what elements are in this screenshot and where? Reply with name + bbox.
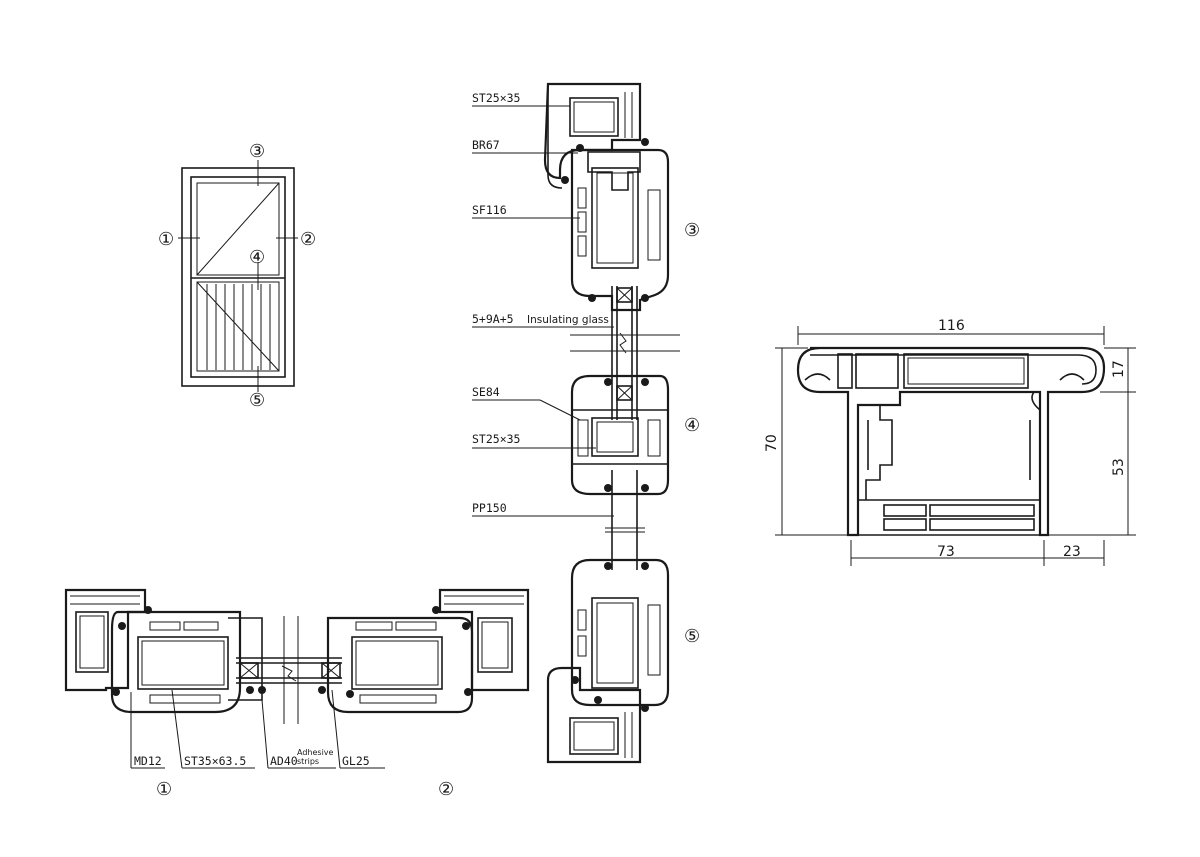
- elevation-marker-1: ①: [158, 229, 174, 250]
- frame-profile-outline: [796, 346, 1106, 537]
- dimension-lines: [775, 326, 1136, 566]
- vertical-bottom-frame: [546, 666, 642, 764]
- label-sf116: SF116: [472, 203, 507, 217]
- vertical-marker-4: ④: [684, 415, 700, 436]
- elevation-sash-lower: [196, 281, 280, 372]
- label-ad40: AD40: [270, 754, 298, 768]
- horizontal-right-frame: [438, 588, 530, 692]
- horizontal-marker-1: ①: [156, 779, 172, 800]
- dim-height-total: 70: [764, 434, 780, 452]
- vertical-bottom-sash: [570, 558, 670, 707]
- vertical-gaskets: [561, 138, 649, 712]
- dim-height-top: 17: [1111, 360, 1127, 378]
- label-glass-desc: Insulating glass: [527, 314, 609, 326]
- vertical-marker-3: ③: [684, 220, 700, 241]
- elevation-outer-frame: [181, 167, 295, 387]
- label-gl25: GL25: [342, 754, 370, 768]
- horizontal-leaders: [130, 689, 385, 769]
- label-adhesive: Adhesive: [297, 748, 334, 757]
- horizontal-glass-unit: [236, 616, 342, 724]
- label-pp150: PP150: [472, 501, 507, 515]
- horizontal-left-frame: [64, 588, 147, 692]
- vertical-top-sash: [570, 148, 670, 312]
- vertical-section: ST25×35 BR67 SF116 5+9A+5 Insulating gla…: [472, 82, 700, 764]
- horizontal-right-sash: [326, 616, 474, 714]
- elevation-marker-4: ④: [249, 247, 265, 268]
- label-strips: strips: [297, 757, 319, 766]
- elevation-opening-diagonal-upper: [196, 182, 280, 276]
- elevation-sash-upper: [196, 182, 280, 276]
- elevation-marker-2: ②: [300, 229, 316, 250]
- elevation-marker-5: ⑤: [249, 390, 265, 411]
- horizontal-gaskets: [112, 606, 472, 698]
- elevation-louver-lines: [206, 284, 271, 370]
- vertical-leaders: [472, 105, 614, 517]
- label-st35x63: ST35×63.5: [184, 754, 246, 768]
- vertical-marker-5: ⑤: [684, 626, 700, 647]
- elevation-opening-diagonal-lower: [196, 281, 280, 372]
- vertical-panel: [605, 470, 645, 570]
- horizontal-left-sash: [110, 610, 242, 714]
- dim-height-bottom: 53: [1111, 458, 1127, 476]
- label-st25x35-mid: ST25×35: [472, 432, 520, 446]
- label-se84: SE84: [472, 385, 500, 399]
- elevation-marker-3: ③: [249, 141, 265, 162]
- label-glass-spec: 5+9A+5: [472, 312, 514, 326]
- elevation-inner-frame: [190, 176, 286, 378]
- window-elevation: ③ ① ② ④ ⑤: [158, 141, 316, 411]
- vertical-transom: [570, 374, 670, 496]
- label-st25x35-top: ST25×35: [472, 91, 520, 105]
- horizontal-section: MD12 ST35×63.5 AD40 Adhesive strips GL25…: [64, 588, 530, 800]
- horizontal-marker-2: ②: [438, 779, 454, 800]
- label-br67: BR67: [472, 138, 500, 152]
- dim-width-left: 73: [937, 544, 955, 560]
- profile-dimension-drawing: 116 70 17 53 73 23: [764, 318, 1136, 566]
- vertical-glass-unit: [570, 286, 680, 420]
- label-md12: MD12: [134, 754, 162, 768]
- dim-width-right: 23: [1063, 544, 1081, 560]
- dim-width-total: 116: [938, 318, 965, 334]
